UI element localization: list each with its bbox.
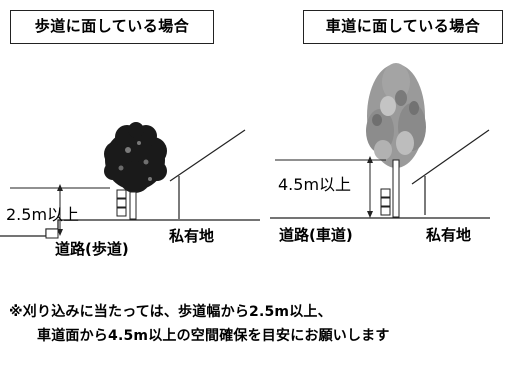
left-tree-canopy xyxy=(104,122,167,193)
right-shrub xyxy=(380,188,391,216)
left-property-label: 私有地 xyxy=(169,227,215,245)
right-height-label: 4.5m以上 xyxy=(278,175,352,194)
left-curb xyxy=(45,228,59,239)
right-road-label: 道路(車道) xyxy=(279,226,353,244)
right-tree-trunk xyxy=(392,159,400,218)
right-property-label: 私有地 xyxy=(426,226,472,244)
right-tree-canopy xyxy=(366,63,426,168)
left-house-roof xyxy=(169,129,246,182)
note-line-2: 車道面から4.5m以上の空間確保を目安にお願いします xyxy=(37,328,390,344)
right-house-roof xyxy=(411,129,490,185)
left-shrub xyxy=(116,189,127,217)
left-panel-title: 歩道に面している場合 xyxy=(10,10,214,44)
left-road-label: 道路(歩道) xyxy=(55,240,129,258)
left-height-label: 2.5m以上 xyxy=(6,205,80,224)
note-line-1: ※刈り込みに当たっては、歩道幅から2.5m以上、 xyxy=(9,304,332,320)
left-tree-trunk xyxy=(129,191,137,220)
right-panel-drawing xyxy=(270,63,490,219)
left-panel-drawing xyxy=(0,122,260,239)
right-panel-title: 車道に面している場合 xyxy=(303,10,503,44)
